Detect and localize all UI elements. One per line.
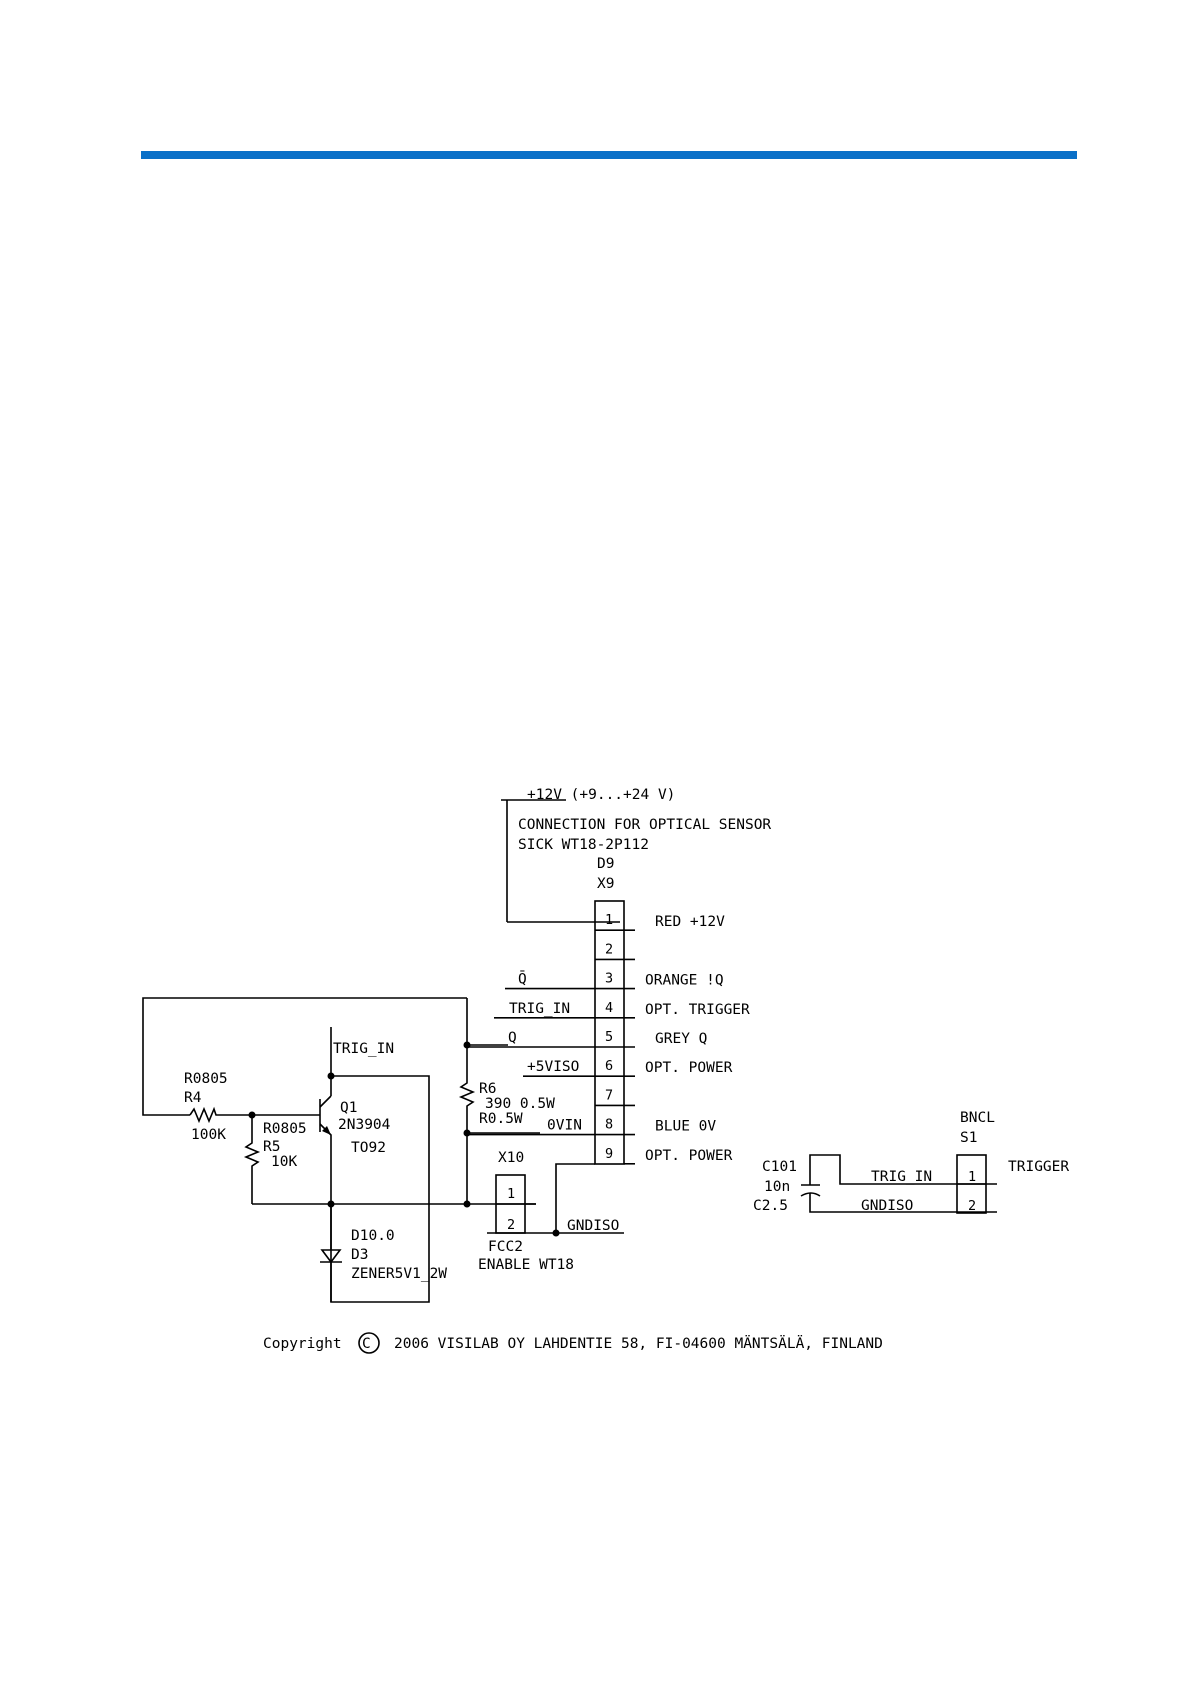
x9-pin-desc: BLUE 0V xyxy=(655,1119,716,1135)
q1-net: TRIG_IN xyxy=(333,1041,394,1057)
x9-ref1: D9 xyxy=(597,856,614,872)
x9-pin-desc: ORANGE !Q xyxy=(645,973,724,989)
x10-pin1: 1 xyxy=(507,1186,515,1202)
c101-ref: C101 xyxy=(762,1159,797,1175)
s1-ref: S1 xyxy=(960,1130,977,1146)
q1-part: 2N3904 xyxy=(338,1117,391,1133)
q1-pkg: TO92 xyxy=(351,1140,386,1156)
r5-pkg: R0805 xyxy=(263,1121,307,1137)
ground-bus xyxy=(252,1200,536,1208)
bnc-s1: BNCL S1 1 2 TRIGGER xyxy=(956,1110,1069,1214)
x9-pin-number: 7 xyxy=(605,1087,613,1103)
resistor-r4: R0805 R4 100K xyxy=(184,1071,252,1143)
d3-ref: D3 xyxy=(351,1247,368,1263)
x10-pkg: FCC2 xyxy=(488,1239,523,1255)
copyright-line: Copyright C 2006 VISILAB OY LAHDENTIE 58… xyxy=(263,1332,883,1354)
feedback-wire xyxy=(142,997,467,1116)
r4-ref: R4 xyxy=(184,1090,202,1106)
x9-signal-label: Q̄ xyxy=(518,970,527,988)
x9-pin-number: 4 xyxy=(605,1000,613,1016)
s1-pin1: 1 xyxy=(968,1169,976,1185)
x9-pin-desc: OPT. POWER xyxy=(645,1148,733,1164)
x9-signal-label: +5VISO xyxy=(527,1059,579,1075)
x9-signal-label: 0VIN xyxy=(547,1118,582,1134)
x9-signal-label: TRIG_IN xyxy=(509,1001,570,1017)
r6-ref: R6 xyxy=(479,1081,496,1097)
resistor-r6: R6 390 0.5W R0.5W xyxy=(458,998,555,1204)
copyright-prefix: Copyright xyxy=(263,1336,342,1352)
connector-x10: X10 1 2 GNDISO FCC2 ENABLE WT18 xyxy=(478,1150,624,1273)
d3-part: ZENER5V1_2W xyxy=(351,1266,447,1282)
x9-pin-desc: OPT. TRIGGER xyxy=(645,1002,750,1018)
x10-ref: X10 xyxy=(498,1150,524,1166)
x9-pin-number: 6 xyxy=(605,1058,613,1074)
x9-pin-number: 5 xyxy=(605,1029,613,1045)
supply-feed: +12V (+9...+24 V) CONNECTION FOR OPTICAL… xyxy=(501,787,771,923)
x9-pin-number: 2 xyxy=(605,941,613,957)
s1-type: BNCL xyxy=(960,1110,995,1126)
resistor-r5: R0805 R5 10K xyxy=(243,1111,320,1204)
s1-net2: GNDISO xyxy=(861,1198,913,1214)
x9-pin-number: 3 xyxy=(605,971,613,987)
x9-pin-number: 8 xyxy=(605,1117,613,1133)
r5-ref: R5 xyxy=(263,1139,280,1155)
c101-value: 10n xyxy=(764,1179,790,1195)
x9-pin-number: 1 xyxy=(605,912,613,928)
sensor-label: SICK WT18-2P112 xyxy=(518,837,649,853)
copyright-text: 2006 VISILAB OY LAHDENTIE 58, FI-04600 M… xyxy=(394,1334,883,1352)
transistor-q1: TRIG_IN Q1 2N3904 TO92 xyxy=(319,1027,430,1303)
x9-signal-label: Q xyxy=(508,1030,517,1046)
s1-label: TRIGGER xyxy=(1008,1159,1069,1175)
copyright-symbol: C xyxy=(362,1336,371,1352)
x9-pin-desc: GREY Q xyxy=(655,1031,707,1047)
supply-label: +12V (+9...+24 V) xyxy=(527,787,675,803)
d3-pkg: D10.0 xyxy=(351,1228,395,1244)
r6-value: 390 0.5W xyxy=(485,1096,555,1112)
r4-pkg: R0805 xyxy=(184,1071,228,1087)
q1-ref: Q1 xyxy=(340,1100,357,1116)
x9-pin-number: 9 xyxy=(605,1146,613,1162)
x10-net: GNDISO xyxy=(567,1218,619,1234)
zener-d3: D10.0 D3 ZENER5V1_2W xyxy=(320,1204,447,1302)
r5-value: 10K xyxy=(271,1154,297,1170)
s1-net1: TRIG_IN xyxy=(871,1169,932,1185)
s1-pin2: 2 xyxy=(968,1198,976,1214)
capacitor-c101: C101 10n C2.5 TRIG_IN GNDISO xyxy=(753,1154,997,1214)
c101-pkg: C2.5 xyxy=(753,1198,788,1214)
x10-label: ENABLE WT18 xyxy=(478,1257,574,1273)
x9-pin-desc: RED +12V xyxy=(655,914,725,930)
connection-label: CONNECTION FOR OPTICAL SENSOR xyxy=(518,817,771,833)
connector-x9: D9 X9 1 RED +12V 2 3 ORANGE !Q Q̄ 4 OPT. TRIGGE… xyxy=(467,856,750,1165)
r4-value: 100K xyxy=(191,1127,226,1143)
x9-ref2: X9 xyxy=(597,876,614,892)
x9-pin-desc: OPT. POWER xyxy=(645,1060,733,1076)
header-accent-bar xyxy=(141,151,1077,159)
x10-pin2: 2 xyxy=(507,1217,515,1233)
r6-pkg: R0.5W xyxy=(479,1111,523,1127)
